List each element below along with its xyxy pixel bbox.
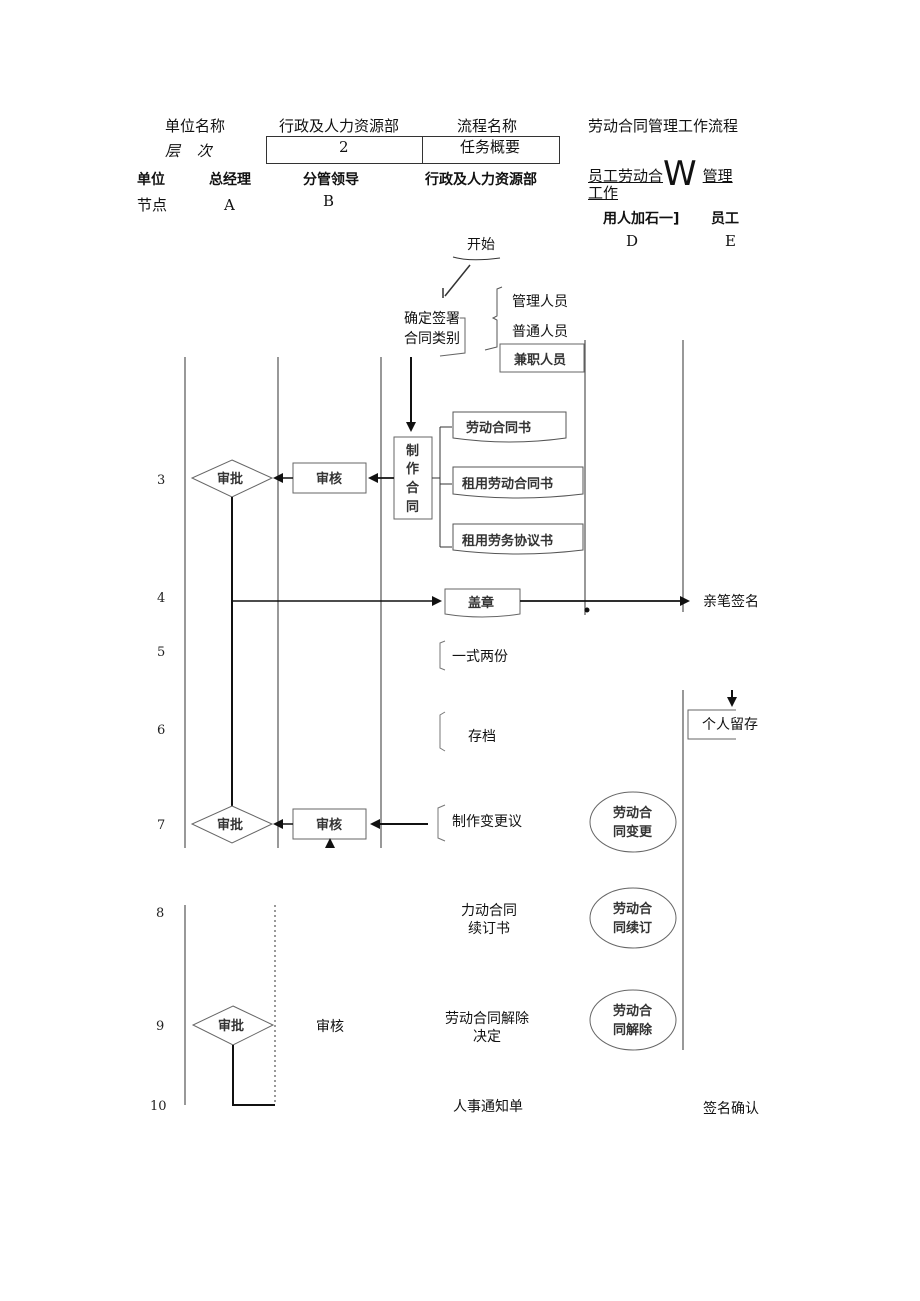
seal-box	[444, 588, 521, 618]
row-number-5: 5	[157, 645, 165, 660]
process-name-value: 劳动合同管理工作流程	[588, 117, 739, 135]
start-label: 开始	[467, 237, 495, 253]
level-label: 层 次	[165, 142, 218, 160]
contract-doc-3: 租用劳务协议书	[462, 533, 553, 549]
review-label-1: 审核	[316, 471, 342, 487]
make-contract-box	[393, 436, 433, 520]
contract-change-label-1: 劳动合	[613, 805, 653, 821]
column-d-code: D	[626, 232, 639, 250]
make-contract-char-3: 合	[406, 480, 420, 496]
make-contract-char-4: 同	[406, 500, 419, 515]
staff-type-parttime: 兼职人员	[514, 352, 566, 368]
two-copies-bracket	[439, 640, 446, 671]
contract-terminate-label-1: 劳动合	[613, 1003, 653, 1019]
contract-doc-1: 劳动合同书	[466, 420, 531, 436]
column-a-name: 总经理	[209, 172, 251, 188]
staff-type-bracket	[484, 286, 503, 351]
row-number-9: 9	[156, 1019, 164, 1034]
contract-doc-2: 租用劳动合同书	[462, 476, 553, 492]
contract-renew-ellipse	[589, 887, 677, 949]
task-summary-label: 任务概要	[460, 138, 521, 156]
make-change-label: 制作变更议	[452, 814, 522, 830]
make-change-bracket	[437, 804, 446, 842]
contract-doc-3-shape	[452, 523, 584, 555]
hr-notice-label: 人事通知单	[453, 1098, 523, 1115]
row-number-4: 4	[157, 591, 165, 606]
review-box-1	[292, 462, 367, 494]
column-e-name: 员工	[711, 211, 739, 227]
contract-terminate-label-2: 同解除	[613, 1022, 653, 1038]
seal-label: 盖章	[468, 595, 494, 611]
termination-connector	[232, 1045, 275, 1106]
column-b-code: B	[323, 192, 335, 210]
unit-name-label: 单位名称	[165, 117, 226, 135]
row-number-10: 10	[150, 1099, 167, 1114]
make-contract-char-2: 作	[406, 461, 419, 477]
contract-docs-bracket	[432, 426, 452, 548]
column-e-code: E	[725, 232, 736, 250]
row-number-7: 7	[157, 818, 165, 833]
personal-keep-label: 个人留存	[702, 717, 758, 733]
termination-doc-label-1: 劳动合同解除	[445, 1011, 529, 1027]
contract-renew-label-2: 同续订	[613, 920, 652, 936]
connector-dot	[584, 607, 590, 613]
renewal-doc-label-1: 力动合同	[461, 903, 517, 919]
level-value: 2	[339, 138, 349, 156]
determine-type-label-2: 合同类别	[404, 331, 460, 347]
renewal-doc-label-2: 续订书	[468, 920, 510, 937]
contract-change-label-2: 同变更	[613, 824, 653, 840]
unit-label: 单位	[137, 172, 165, 188]
archive-label: 存档	[468, 729, 496, 745]
review-label-2: 审核	[316, 817, 342, 833]
staff-type-regular: 普通人员	[512, 324, 568, 340]
sign-by-hand-label: 亲笔签名	[703, 593, 759, 610]
unit-name-value: 行政及人力资源部	[279, 117, 400, 135]
sign-confirm-label: 签名确认	[703, 1100, 759, 1117]
approve-diamond-2	[190, 805, 274, 844]
termination-doc-label-2: 决定	[473, 1029, 501, 1045]
column-a-code: A	[224, 196, 235, 214]
column-d-name: 用人加石一]	[603, 211, 680, 227]
review-plain-label: 审核	[316, 1019, 344, 1035]
contract-terminate-ellipse	[589, 989, 677, 1051]
row-number-6: 6	[157, 723, 165, 738]
node-label: 节点	[137, 196, 168, 214]
approve-label-3: 审批	[218, 1018, 244, 1034]
determine-type-bracket	[439, 317, 466, 357]
task-summary-part-b: 管理	[702, 167, 733, 185]
approve-label-1: 审批	[217, 471, 243, 487]
personal-keep-box	[687, 709, 736, 740]
approve-label-2: 审批	[217, 817, 243, 833]
start-curve	[452, 256, 501, 261]
task-summary-part-a: 员工劳动合	[588, 167, 664, 185]
contract-doc-1-shape	[452, 411, 567, 443]
row-number-8: 8	[156, 906, 164, 921]
review-box-2	[292, 808, 367, 840]
contract-renew-label-1: 劳动合	[613, 901, 653, 917]
start-tick	[444, 264, 471, 297]
determine-type-label-1: 确定签署	[404, 310, 460, 327]
column-b-name: 分管领导	[303, 172, 359, 188]
process-name-label: 流程名称	[457, 117, 518, 135]
task-summary-box	[422, 136, 560, 164]
archive-bracket	[439, 711, 446, 752]
staff-type-parttime-box	[499, 343, 585, 373]
make-contract-char-1: 制	[406, 443, 419, 459]
contract-change-ellipse	[589, 791, 677, 853]
staff-type-manager: 管理人员	[512, 294, 568, 310]
two-copies-label: 一式两份	[452, 649, 508, 665]
task-summary-value-line2: 工作	[588, 184, 619, 202]
contract-doc-2-shape	[452, 466, 584, 499]
task-summary-value: 员工劳动合W 管理	[588, 153, 733, 191]
row-number-3: 3	[157, 473, 165, 488]
up-arrow-tip	[325, 838, 335, 848]
column-c-name: 行政及人力资源部	[425, 172, 537, 188]
task-summary-w: W	[663, 154, 697, 194]
